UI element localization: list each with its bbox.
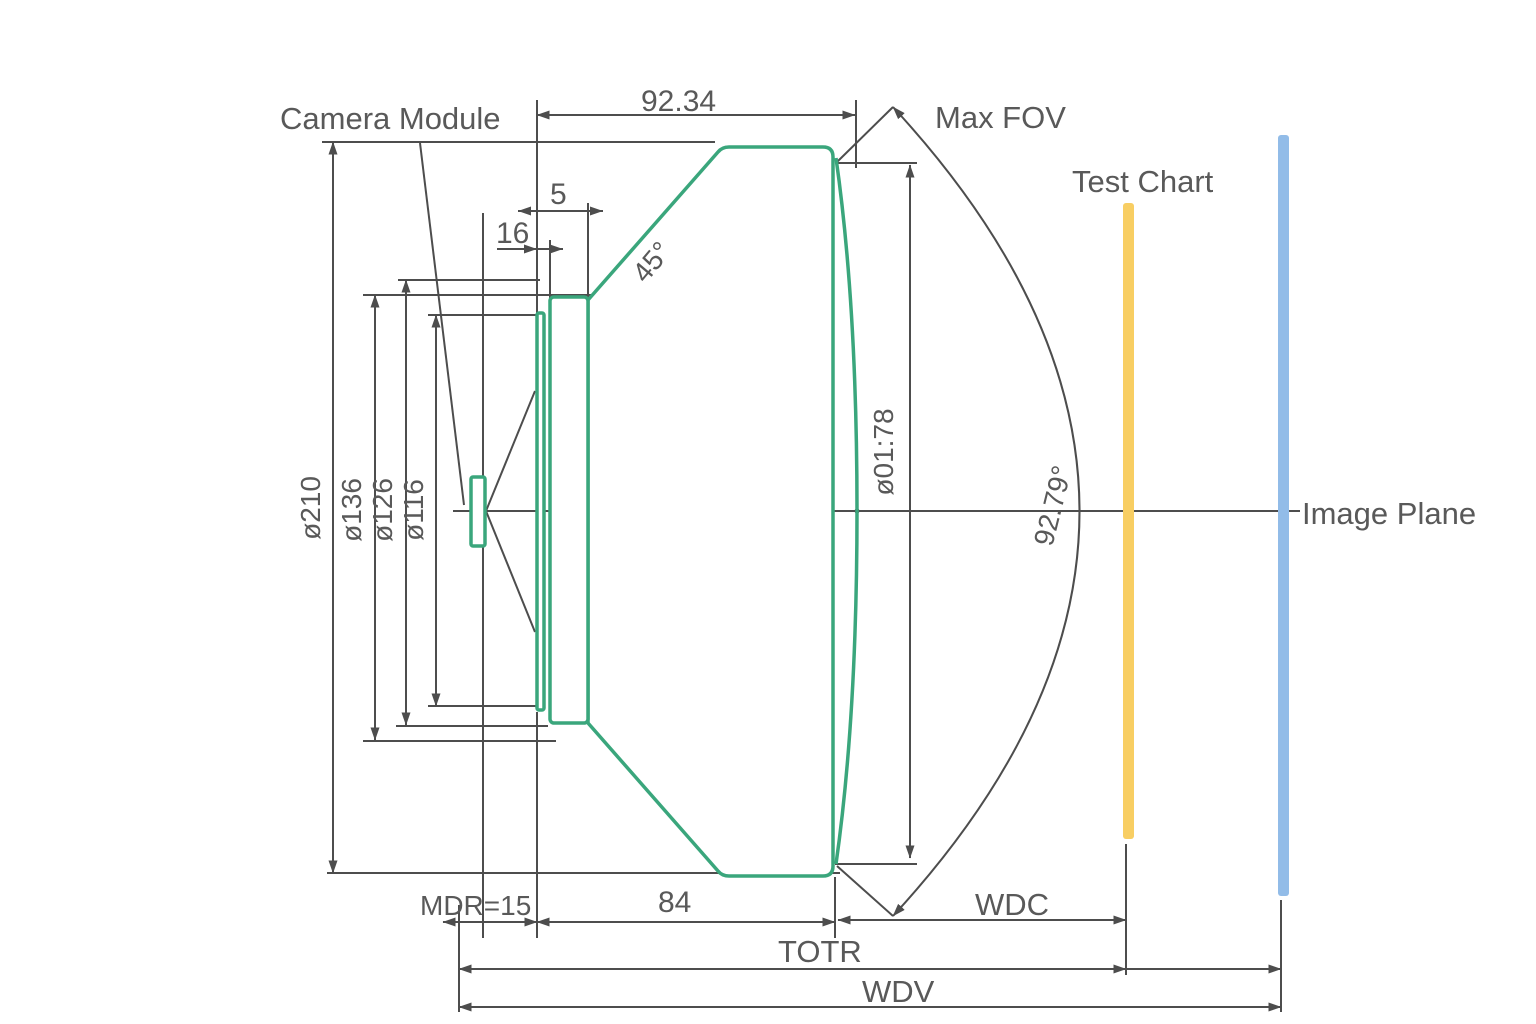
label-dim-5: 5 <box>550 178 567 211</box>
lens-assembly <box>469 145 859 878</box>
label-max-fov: Max FOV <box>935 100 1066 135</box>
label-wdc: WDC <box>975 887 1049 922</box>
image-plane-bar <box>1278 135 1289 896</box>
manual-arrowheads <box>518 206 860 514</box>
sensor-ray-lower <box>485 510 536 633</box>
lens-body-outline <box>586 145 835 878</box>
label-dim-84: 84 <box>658 886 691 919</box>
front-surface-arc <box>834 157 859 865</box>
label-dim-16: 16 <box>496 217 529 250</box>
fov-edge-bottom <box>836 865 894 917</box>
label-dia-116: ø116 <box>398 479 429 541</box>
arrow-16-b <box>550 244 563 254</box>
label-fov-angle: 92.79° <box>1028 463 1078 549</box>
label-dia-126: ø126 <box>367 478 398 542</box>
camera-module-leader <box>419 142 465 506</box>
label-dia-210: ø210 <box>295 476 326 540</box>
arrow-5-right <box>590 206 603 216</box>
label-wdv: WDV <box>862 974 935 1009</box>
label-test-chart: Test Chart <box>1072 164 1214 199</box>
fov-edge-top <box>836 106 894 163</box>
rear-barrel <box>548 295 590 725</box>
fov-arc <box>892 106 1081 917</box>
mount-flange <box>535 311 546 712</box>
label-image-plane: Image Plane <box>1302 496 1476 531</box>
label-camera-module: Camera Module <box>280 101 501 136</box>
label-totr: TOTR <box>778 934 862 969</box>
extension-lines <box>322 100 1300 1012</box>
test-chart-bar <box>1123 203 1134 839</box>
sensor-ray-upper <box>485 390 536 512</box>
label-dia-front: ø01:78 <box>868 408 899 495</box>
image-sensor <box>469 475 487 548</box>
label-mdr: MDR=15 <box>420 890 531 921</box>
label-dim-92-34: 92.34 <box>641 85 716 118</box>
dimension-lines <box>328 106 1282 1012</box>
label-dia-136: ø136 <box>336 478 367 542</box>
text-labels: Camera Module 92.34 Max FOV Test Chart I… <box>280 85 1476 1009</box>
arrow-16-a <box>524 244 537 254</box>
arrow-5-left <box>518 206 531 216</box>
